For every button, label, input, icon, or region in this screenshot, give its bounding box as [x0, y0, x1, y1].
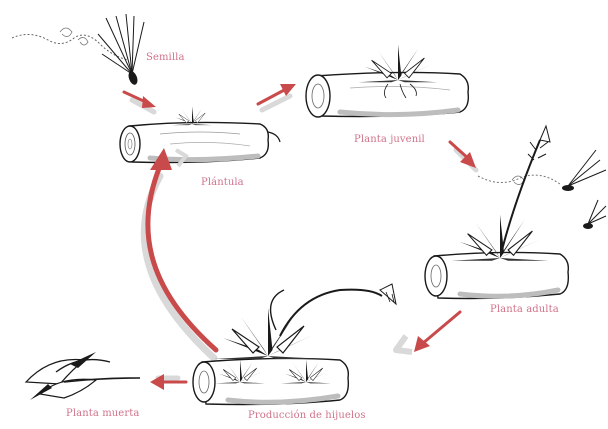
arrow-adult-to-offshoots	[396, 312, 460, 352]
arrow-juvenile-to-adult	[450, 142, 476, 170]
arrow-offshoots-to-dead	[150, 374, 186, 390]
label-produccion-hijuelos: Producción de hijuelos	[248, 410, 366, 421]
arrow-seedling-to-juvenile	[258, 84, 296, 110]
adult-log	[425, 126, 568, 299]
offshoots-log	[193, 284, 396, 405]
seedling-log	[120, 106, 280, 162]
label-planta-adulta: Planta adulta	[490, 304, 559, 315]
label-semilla: Semilla	[146, 52, 185, 63]
dispersing-seeds	[478, 150, 606, 229]
juvenile-log	[306, 45, 468, 117]
arrow-seed-to-seedling	[124, 92, 156, 112]
seed-illustration	[12, 14, 144, 86]
label-planta-muerta: Planta muerta	[66, 408, 139, 419]
label-planta-juvenil: Planta juvenil	[354, 134, 425, 145]
dead-plant-illustration	[26, 352, 140, 400]
label-plantula: Plántula	[201, 177, 244, 188]
